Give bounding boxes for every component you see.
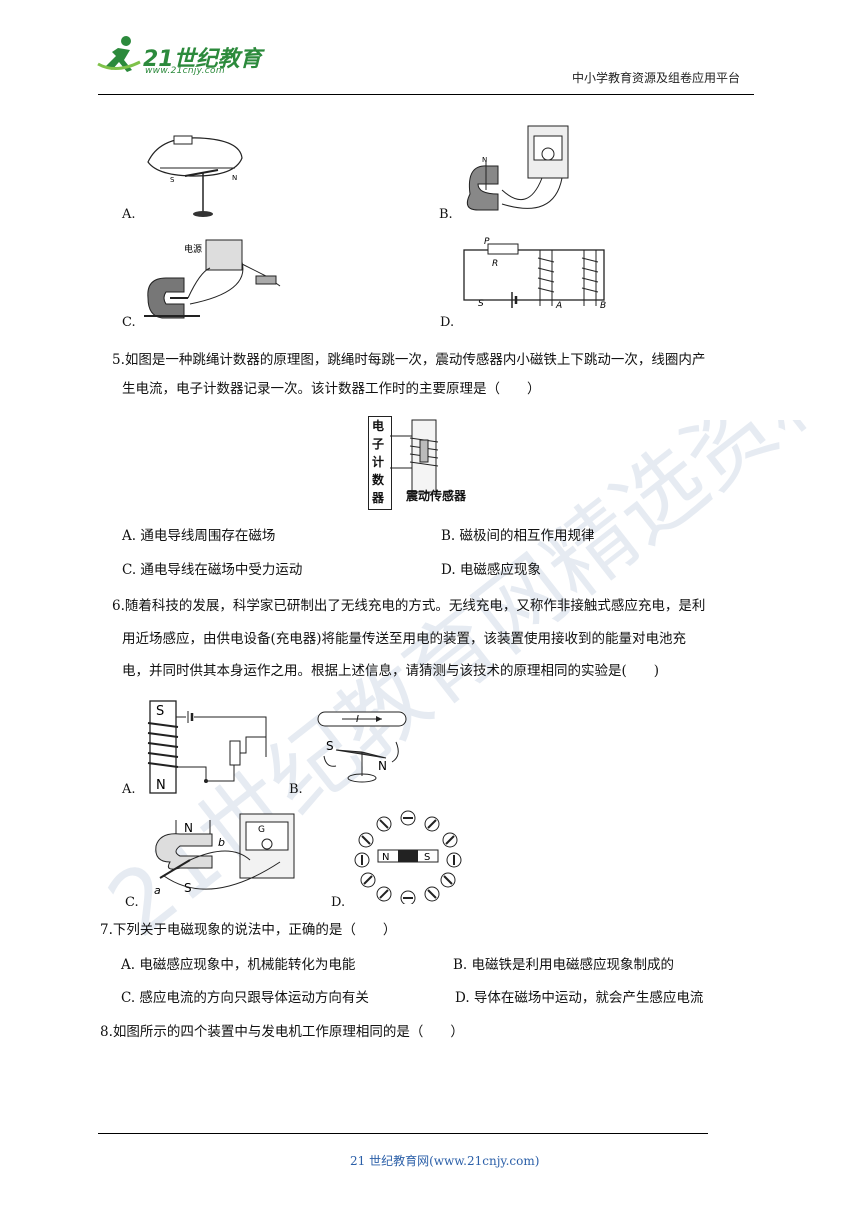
q7-option-a: A. 电磁感应现象中，机械能转化为电能 (121, 957, 356, 973)
q5-option-c: C. 通电导线在磁场中受力运动 (122, 562, 303, 578)
q5-option-d: D. 电磁感应现象 (441, 562, 541, 578)
q5-counter-char: 器 (372, 491, 385, 505)
footer-link[interactable]: 21 世纪教育网(www.21cnjy.com) (350, 1154, 540, 1168)
svg-text:a: a (154, 884, 161, 897)
q5-option-b: B. 磁极间的相互作用规律 (441, 528, 595, 544)
q4-option-b: B. (439, 207, 453, 222)
q7-option-b: B. 电磁铁是利用电磁感应现象制成的 (453, 957, 675, 973)
svg-text:b: b (218, 836, 225, 849)
q6-figure-a: S N (147, 700, 267, 794)
svg-text:S: S (326, 739, 334, 753)
q5-stem-line1: 5.如图是一种跳绳计数器的原理图，跳绳时每跳一次，震动传感器内小磁铁上下跳动一次… (112, 352, 706, 368)
q6-stem-line3: 电，并同时供其本身运作之用。根据上述信息，请猜测与该技术的原理相同的实验是( ) (122, 663, 660, 679)
q7-option-d: D. 导体在磁场中运动，就会产生感应电流 (455, 990, 704, 1006)
svg-text:电源: 电源 (184, 243, 202, 255)
q5-sensor-label: 震动传感器 (406, 489, 467, 503)
logo-url: www.21cnjy.com (145, 66, 225, 76)
q4-option-c: C. (122, 315, 136, 330)
svg-text:A: A (555, 301, 562, 311)
svg-text:S: S (424, 852, 430, 863)
footer-divider (98, 1133, 708, 1134)
logo-runner-icon (97, 36, 141, 72)
q7-stem: 7.下列关于电磁现象的说法中，正确的是（ ） (100, 922, 397, 938)
q5-counter-char: 计 (372, 455, 385, 469)
q5-stem-line2: 生电流，电子计数器记录一次。该计数器工作时的主要原理是（ ） (122, 381, 541, 397)
svg-text:P: P (484, 237, 490, 247)
svg-text:B: B (600, 301, 606, 311)
svg-text:N: N (382, 852, 389, 863)
svg-text:N: N (378, 759, 387, 773)
svg-text:S: S (156, 704, 164, 719)
q5-counter-char: 子 (372, 437, 385, 451)
q5-figure: 电 子 计 数 器 震动传感器 (368, 414, 498, 512)
q6-option-d: D. (331, 895, 346, 910)
q6-option-a: A. (122, 782, 136, 797)
q8-stem: 8.如图所示的四个装置中与发电机工作原理相同的是（ ） (100, 1024, 464, 1040)
q6-option-c: C. (125, 895, 139, 910)
svg-text:R: R (492, 259, 498, 269)
svg-text:N: N (482, 156, 487, 164)
q6-figure-b: I SN (317, 711, 407, 783)
svg-text:N: N (232, 174, 237, 182)
svg-text:S: S (170, 176, 175, 184)
q4-figure-d: P R S A B (463, 237, 606, 311)
q4-option-a: A. (122, 207, 136, 222)
svg-text:N: N (156, 778, 166, 793)
q4-figure-b: N (466, 125, 569, 211)
q5-option-a: A. 通电导线周围存在磁场 (122, 528, 276, 544)
svg-text:S: S (184, 881, 192, 895)
q6-option-b: B. (289, 782, 303, 797)
q6-figure-c: N S a b G (154, 813, 295, 897)
q5-counter-char: 数 (372, 473, 385, 487)
q6-stem-line1: 6.随着科技的发展，科学家已研制出了无线充电的方式。无线充电，又称作非接触式感应… (112, 598, 706, 614)
q4-figure-c: 电源 (144, 239, 281, 319)
logo-text: 21世纪教育 (143, 47, 262, 72)
svg-text:S: S (478, 299, 484, 309)
header-platform-text: 中小学教育资源及组卷应用平台 (572, 71, 741, 85)
svg-text:N: N (184, 821, 193, 835)
q7-option-c: C. 感应电流的方向只跟导体运动方向有关 (121, 990, 369, 1006)
q6-stem-line2: 用近场感应，由供电设备(充电器)将能量传送至用电的装置，该装置使用接收到的能量对… (122, 631, 687, 647)
svg-text:G: G (258, 825, 265, 835)
header-divider (98, 94, 754, 95)
q4-option-d: D. (440, 315, 455, 330)
q5-counter-char: 电 (372, 419, 385, 433)
